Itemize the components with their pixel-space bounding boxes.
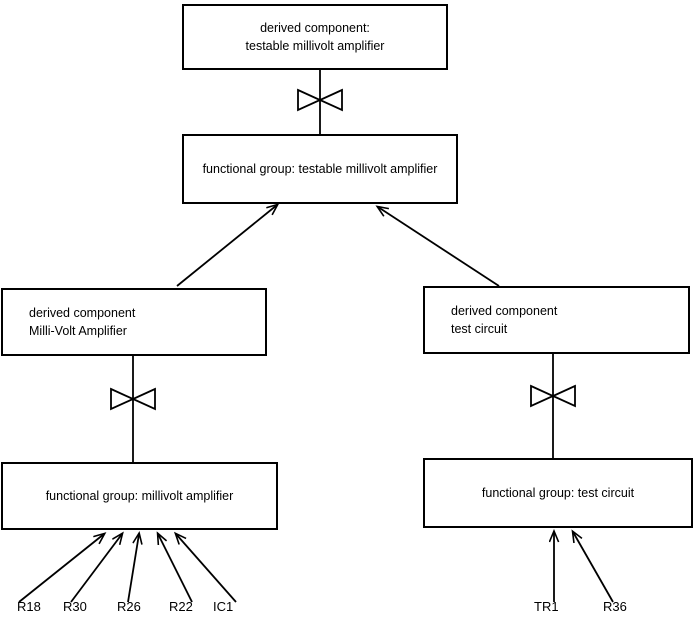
node-derived-component-milli-volt-amplifier[interactable]: derived component Milli-Volt Amplifier: [1, 288, 267, 356]
leaf-label-r30: R30: [63, 599, 87, 614]
node-label: functional group: testable millivolt amp…: [202, 161, 438, 176]
arrow-ic1: [176, 534, 237, 603]
leaf-label-r26: R26: [117, 599, 141, 614]
bowtie-refinement-symbol: [297, 88, 343, 112]
node-derived-component-testable-millivolt-amplifier[interactable]: derived component: testable millivolt am…: [182, 4, 448, 70]
leaf-label-tr1: TR1: [534, 599, 559, 614]
bowtie-refinement-symbol: [110, 387, 156, 411]
node-derived-component-test-circuit[interactable]: derived component test circuit: [423, 286, 690, 354]
node-label: functional group: millivolt amplifier: [45, 488, 234, 503]
arrow-r22: [158, 534, 193, 603]
leaf-label-r18: R18: [17, 599, 41, 614]
arrow-r18: [18, 534, 104, 603]
arrow-r30: [70, 534, 122, 603]
node-functional-group-testable-millivolt-amplifier[interactable]: functional group: testable millivolt amp…: [182, 134, 458, 204]
arrow-test-circuit-to-testable: [378, 207, 500, 287]
leaf-label-r22: R22: [169, 599, 193, 614]
bowtie-refinement-symbol: [530, 384, 576, 408]
leaf-label-r36: R36: [603, 599, 627, 614]
node-label: derived component Milli-Volt Amplifier: [29, 305, 136, 338]
node-functional-group-millivolt-amplifier[interactable]: functional group: millivolt amplifier: [1, 462, 278, 530]
node-label: derived component: testable millivolt am…: [245, 20, 385, 53]
arrow-r36: [573, 532, 614, 603]
node-label: functional group: test circuit: [481, 485, 635, 500]
node-label: derived component test circuit: [451, 303, 558, 336]
node-functional-group-test-circuit[interactable]: functional group: test circuit: [423, 458, 693, 528]
arrow-r26: [127, 534, 139, 603]
leaf-label-ic1: IC1: [213, 599, 234, 614]
arrow-mv-amp-to-testable: [176, 205, 277, 287]
